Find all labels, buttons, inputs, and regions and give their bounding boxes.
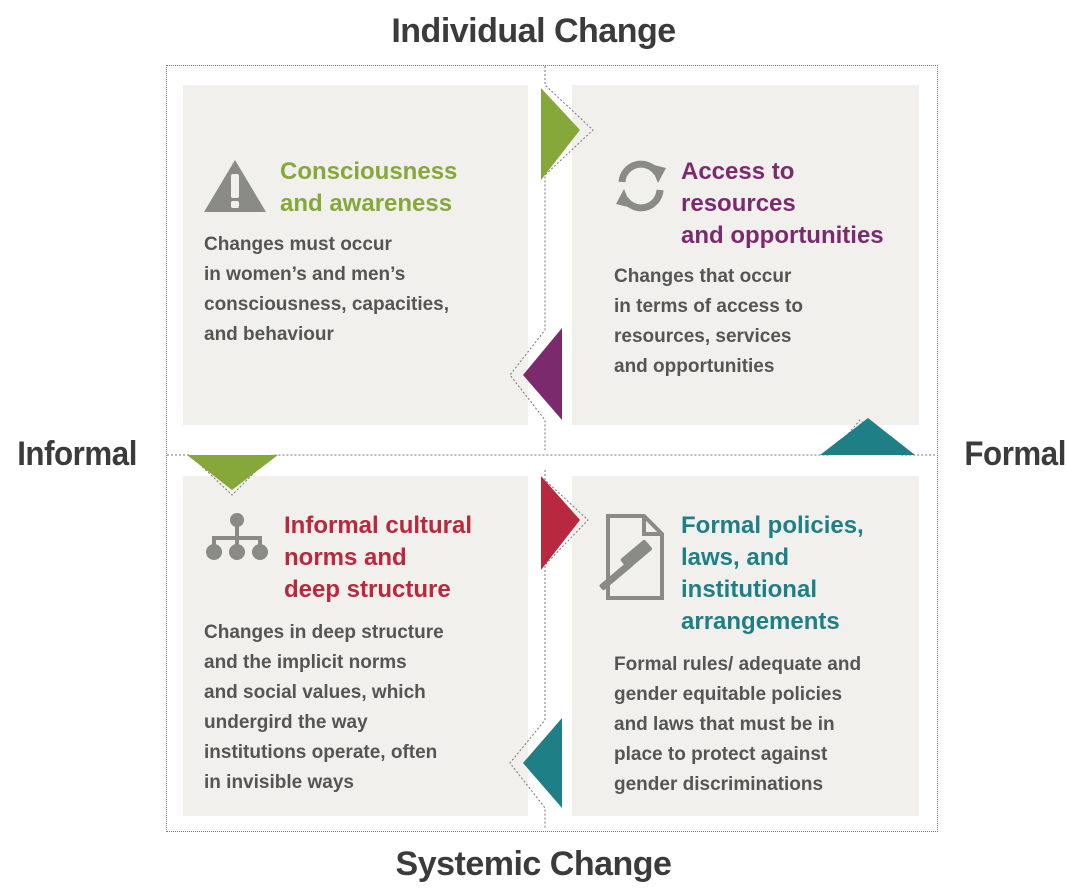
quadrant-title-informal-norms: Informal cultural norms and deep structu… [284, 512, 473, 603]
green-arrow-down [187, 455, 278, 490]
gavel-document-icon [599, 514, 664, 600]
quadrant-description-formal-policies: Formal rules/ adequate and gender equita… [614, 654, 862, 795]
panel-bottom-right [572, 476, 919, 816]
quadrant-description-informal-norms: Changes in deep structure and the implic… [204, 622, 444, 793]
quadrant-description-access: Changes that occur in terms of access to… [614, 266, 804, 377]
purple-arrow-left [523, 328, 562, 420]
panel-top-right [572, 85, 919, 425]
hierarchy-icon [206, 513, 268, 560]
refresh-icon [616, 160, 666, 212]
red-arrow-right [541, 476, 580, 570]
panel-top-left [183, 85, 528, 425]
diagram-frame [166, 65, 938, 832]
warning-icon [204, 160, 266, 212]
quadrant-title-consciousness: Consciousness and awareness [280, 158, 458, 217]
axis-label-formal: Formal [964, 435, 1066, 473]
quadrant-title-access: Access to resources and opportunities [681, 158, 884, 249]
quadrant-description-consciousness: Changes must occur in women’s and men’s … [204, 234, 450, 345]
teal-arrow-up [820, 418, 915, 455]
axis-label-informal: Informal [17, 435, 137, 473]
quadrant-title-formal-policies: Formal policies, laws, and institutional… [681, 512, 864, 635]
teal-arrow-left [523, 718, 562, 808]
axis-label-systemic-change: Systemic Change [395, 845, 672, 883]
green-arrow-right [541, 88, 580, 180]
panel-bottom-left [183, 476, 528, 816]
axis-label-individual-change: Individual Change [391, 12, 676, 50]
